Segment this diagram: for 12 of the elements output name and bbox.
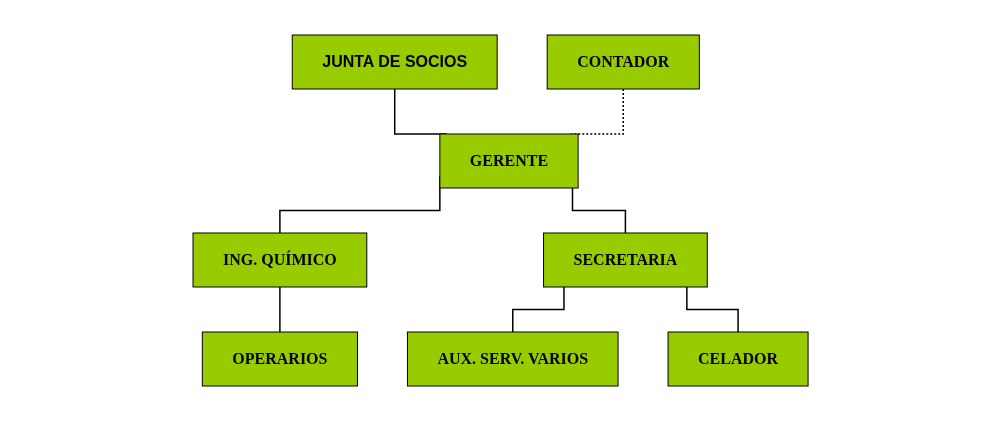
node-box: GERENTE <box>439 133 580 189</box>
connector <box>686 286 740 333</box>
node-box: AUX. SERV. VARIOS <box>407 331 619 387</box>
connector <box>512 286 566 333</box>
node-box: ING. QUÍMICO <box>192 232 368 288</box>
node-box: OPERARIOS <box>202 331 359 387</box>
node-box: SECRETARIA <box>543 232 709 288</box>
node-box: JUNTA DE SOCIOS <box>292 34 499 90</box>
connector <box>572 187 627 234</box>
node-box: CELADOR <box>668 331 810 387</box>
node-box: CONTADOR <box>547 34 701 90</box>
connector <box>279 286 282 333</box>
